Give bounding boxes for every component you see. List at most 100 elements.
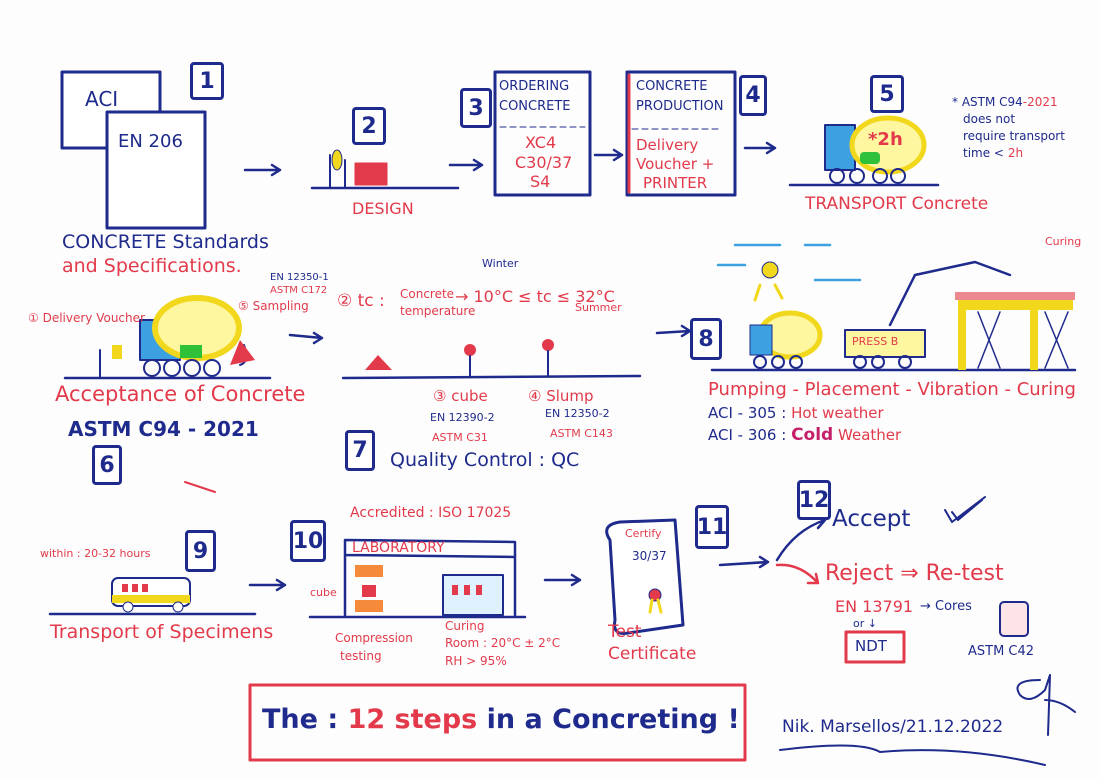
slump-class: S4	[530, 172, 551, 191]
production-title-2: PRODUCTION	[636, 99, 724, 114]
arrow-3-4	[593, 148, 624, 162]
aci-306-line: ACI - 306 : Cold Weather	[708, 426, 901, 445]
production-line-3: PRINTER	[643, 174, 708, 192]
pumping-scene-drawing	[710, 243, 1077, 372]
red-mark	[184, 481, 216, 493]
cube-standard-astm: ASTM C31	[432, 431, 488, 444]
production-title-1: CONCRETE	[636, 79, 708, 94]
cores-label: → Cores	[920, 599, 972, 614]
astm-note-year: -2021	[1022, 95, 1058, 109]
curing-room-label-2: Room : 20°C ± 2°C	[445, 636, 561, 650]
aci-label: ACI	[85, 87, 119, 111]
within-hours-label: within : 20-32 hours	[40, 547, 151, 560]
signature-underline	[779, 744, 1046, 766]
step-number-8: 8	[690, 318, 722, 360]
step-number-7: 7	[345, 430, 375, 471]
exposure-class: XC4	[525, 133, 557, 152]
astm-note-line-4: time < 2h	[963, 146, 1024, 160]
en-13791-label: EN 13791	[835, 597, 914, 616]
arrow-6-7	[288, 331, 324, 345]
or-label: or ↓	[853, 617, 877, 630]
mixer-truck-drawing	[788, 115, 940, 187]
title-banner: The : 12 steps in a Concreting !	[262, 705, 740, 735]
specimen-van-drawing	[48, 577, 257, 616]
astm-note-time: time <	[963, 146, 1004, 160]
pump-label: PRESS B	[852, 335, 899, 348]
step-number-11: 11	[695, 505, 729, 549]
step-number-1: 1	[190, 62, 224, 100]
pumping-title: Pumping - Placement - Vibration - Curing	[708, 379, 1076, 400]
ndt-label: NDT	[855, 637, 887, 655]
aci-305-code: ACI - 305 :	[708, 404, 787, 422]
en206-label: EN 206	[118, 131, 183, 152]
arrow-2-3	[448, 158, 484, 172]
slump-label: ④ Slump	[528, 387, 594, 405]
step-number-2: 2	[352, 107, 386, 145]
transport-label: TRANSPORT Concrete	[805, 194, 989, 214]
test-certificate-title-1: Test	[608, 622, 642, 642]
checkmark-icon	[944, 496, 986, 523]
ndt-box	[844, 630, 906, 664]
step-number-3: 3	[460, 88, 492, 128]
en206-book	[105, 110, 207, 230]
signature-scribble	[1016, 674, 1076, 736]
design-label: DESIGN	[352, 199, 414, 218]
temperature-symbol: ② tc :	[337, 291, 385, 311]
arrow-4-5	[743, 141, 777, 155]
design-desk-drawing	[310, 149, 460, 190]
test-certificate-title-2: Certificate	[608, 644, 697, 664]
temperature-label-1: Concrete	[400, 287, 455, 301]
banner-prefix: The :	[262, 704, 339, 735]
arrow-9-10	[248, 578, 287, 592]
sampling-label: ⑤ Sampling	[238, 299, 309, 313]
delivery-voucher-label: ① Delivery Voucher	[28, 311, 145, 325]
arrow-accept	[775, 515, 827, 562]
acceptance-standard: ASTM C94 - 2021	[68, 417, 259, 441]
temperature-label-2: temperature	[400, 304, 476, 318]
slump-standard-en: EN 12350-2	[545, 407, 610, 420]
standards-subtitle: and Specifications.	[62, 255, 242, 277]
step-number-12: 12	[797, 480, 831, 520]
ordering-title-1: ORDERING	[499, 79, 570, 94]
aci-305-text: Hot weather	[791, 404, 884, 422]
quality-control-drawing	[341, 339, 642, 380]
certificate-scroll-drawing	[605, 518, 685, 635]
accept-label: Accept	[832, 506, 911, 532]
curing-pointer-label: Curing	[1045, 235, 1082, 248]
compression-label-1: Compression	[335, 631, 413, 645]
ordering-box	[493, 70, 592, 197]
cube-label: ③ cube	[433, 387, 488, 405]
cube-standard-en: EN 12390-2	[430, 411, 495, 424]
standards-title: CONCRETE Standards	[62, 231, 269, 253]
arrow-10-11	[543, 573, 582, 587]
arrow-7-8	[655, 324, 692, 338]
aci-305-line: ACI - 305 : Hot weather	[708, 405, 884, 422]
certify-label: Certify	[625, 527, 662, 540]
aci-306-text: Weather	[838, 426, 902, 444]
transport-time-badge: *2h	[868, 129, 903, 150]
lab-cube-label: cube	[310, 586, 337, 599]
title-banner-frame	[248, 683, 747, 762]
astm-note-hours: 2h	[1007, 146, 1024, 160]
reject-retest-label: Reject ⇒ Re-test	[825, 561, 1004, 586]
production-line-2: Voucher +	[636, 155, 715, 173]
ordering-title-2: CONCRETE	[499, 99, 571, 114]
step-number-9: 9	[185, 530, 216, 572]
acceptance-title: Acceptance of Concrete	[55, 382, 306, 406]
quality-control-title: Quality Control : QC	[390, 449, 580, 471]
summer-label: Summer	[575, 301, 622, 314]
laboratory-drawing	[308, 538, 527, 619]
core-cylinder	[999, 601, 1029, 637]
certificate-grade: 30/37	[632, 549, 667, 563]
transport-specimens-title: Transport of Specimens	[50, 621, 274, 643]
astm-note-line-2: does not	[963, 112, 1016, 126]
astm-note-line-3: require transport	[963, 129, 1065, 143]
step-number-10: 10	[290, 520, 326, 562]
astm-note-std: * ASTM C94	[952, 95, 1023, 109]
production-box	[625, 70, 737, 197]
temperature-range: → 10°C ≤ tc ≤ 32°C	[455, 287, 615, 306]
sampling-standard-en: EN 12350-1	[270, 272, 329, 283]
strength-class: C30/37	[515, 153, 573, 172]
sampling-standard-astm: ASTM C172	[270, 285, 328, 296]
